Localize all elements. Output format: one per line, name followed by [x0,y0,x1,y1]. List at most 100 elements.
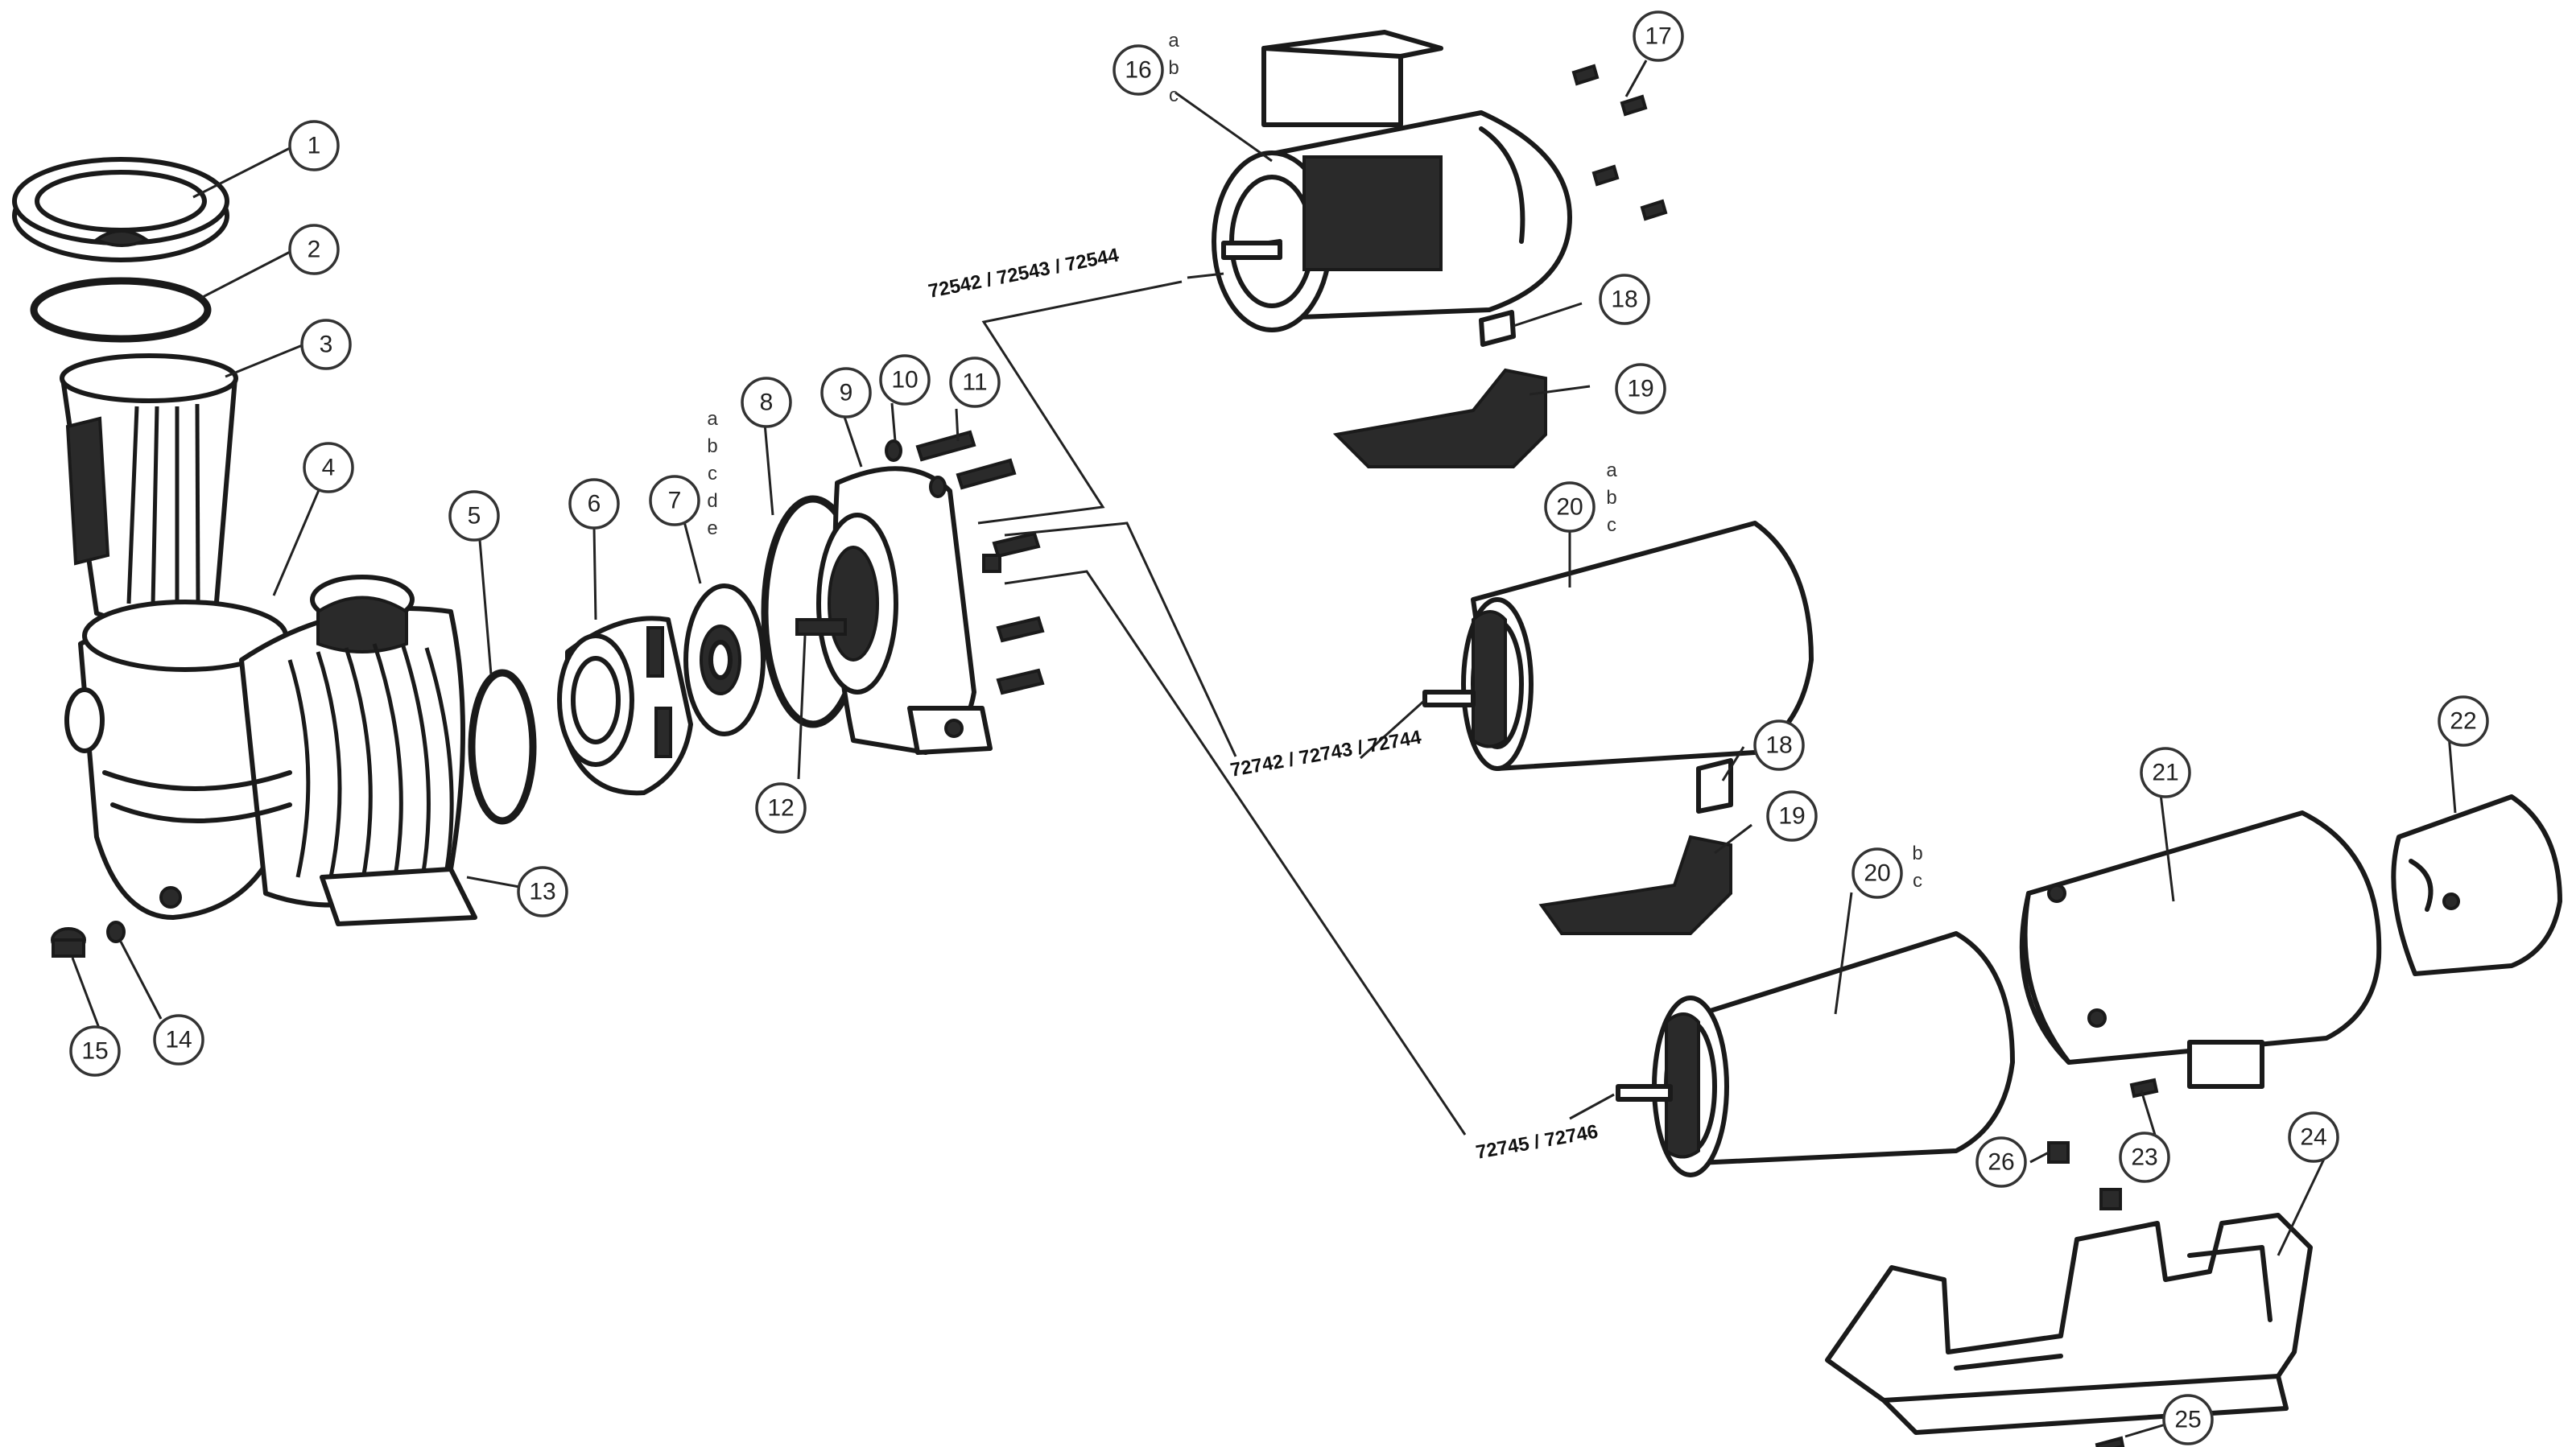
seal-plate-bolts [915,430,1045,695]
seal-plate [816,466,993,755]
lid-o-ring [30,277,212,343]
callout-19-top: 19 [1615,363,1666,414]
svg-text:20: 20 [1556,494,1583,521]
svg-text:5: 5 [468,503,481,530]
end-cap [2391,794,2562,976]
callout-13: 13 [517,866,568,917]
callout-2: 2 [288,224,340,275]
svg-text:b: b [707,435,717,457]
motor-foot-a [1332,368,1547,468]
pump-housing [64,575,477,926]
svg-text:21: 21 [2152,760,2178,786]
impeller [683,583,766,736]
svg-text:1: 1 [308,133,321,159]
svg-text:c: c [1169,85,1179,106]
svg-text:20: 20 [1864,860,1890,887]
callout-20-top: 20 [1544,481,1596,533]
motor-b [1422,521,1814,771]
svg-text:24: 24 [2300,1124,2326,1151]
svg-text:23: 23 [2131,1144,2157,1171]
callout-22: 22 [2438,695,2489,747]
callout-7: 7 [649,475,700,526]
callout-12: 12 [755,782,807,834]
strainer-lid [12,157,229,262]
callout-6: 6 [568,478,620,530]
svg-text:25: 25 [2174,1407,2201,1433]
svg-text:b: b [1912,843,1922,864]
diffuser [557,616,693,796]
svg-text:a: a [707,408,718,430]
callout-15: 15 [69,1025,121,1077]
svg-text:26: 26 [1988,1149,2014,1176]
svg-text:c: c [708,463,717,484]
svg-text:d: d [707,490,717,512]
svg-text:17: 17 [1645,23,1671,50]
svg-text:13: 13 [529,879,555,905]
callout-21: 21 [2140,747,2191,798]
svg-text:c: c [1913,870,1922,892]
callout-3: 3 [300,319,352,370]
callout-10: 10 [879,354,931,406]
svg-text:16: 16 [1125,57,1151,84]
variant-letters-part-16: a b c [1168,30,1179,106]
base-clip-a [1479,310,1516,347]
svg-text:7: 7 [668,488,682,514]
svg-text:4: 4 [322,455,336,481]
variant-letters-part-7: a b c d e [707,408,718,539]
motor-a [1212,30,1572,332]
variant-letters-part-20-top: a b c [1606,460,1617,536]
model-label-motor-c: 72745 / 72746 [1474,1121,1600,1164]
svg-text:6: 6 [588,491,601,517]
cover-screw [2129,1078,2159,1099]
callout-8: 8 [741,377,792,428]
svg-text:15: 15 [81,1038,108,1065]
leader-lines [71,60,2457,1438]
svg-text:c: c [1607,514,1616,536]
callout-25: 25 [2162,1394,2214,1445]
drain-plug-o-ring [106,921,126,943]
svg-text:9: 9 [840,380,853,406]
spacer-washers [885,439,947,498]
svg-text:18: 18 [1765,732,1792,759]
drain-plug [51,927,86,958]
svg-text:12: 12 [767,795,794,822]
svg-text:a: a [1606,460,1617,481]
svg-text:a: a [1168,30,1179,52]
callout-24: 24 [2288,1111,2339,1163]
variant-letters-part-20-bottom: b c [1912,843,1922,892]
motor-foot-b [1538,835,1732,935]
callout-14: 14 [153,1014,204,1066]
base-screw [2095,1436,2125,1447]
svg-text:b: b [1168,57,1179,79]
callout-19-mid: 19 [1766,790,1818,842]
callout-11: 11 [949,357,1001,408]
svg-text:8: 8 [760,390,774,416]
svg-text:10: 10 [891,367,918,394]
callout-23: 23 [2119,1132,2170,1183]
callout-20-bottom: 20 [1852,847,1903,899]
svg-text:b: b [1606,487,1616,509]
diffuser-o-ring [468,669,537,825]
svg-text:19: 19 [1778,803,1805,830]
callout-18-mid: 18 [1753,719,1805,771]
callout-16: 16 [1113,44,1164,96]
svg-text:14: 14 [165,1027,192,1053]
svg-text:19: 19 [1627,376,1653,402]
callout-4: 4 [303,442,354,493]
callout-1: 1 [288,120,340,171]
model-label-motor-a: 72542 / 72543 / 72544 [927,244,1121,302]
strainer-basket [60,353,238,625]
base-clip-b [1696,758,1733,814]
motor-cover [2019,810,2382,1089]
svg-text:22: 22 [2450,708,2476,735]
svg-text:e: e [707,517,717,539]
svg-text:3: 3 [320,332,333,358]
motor-c [1616,931,2015,1177]
cover-nuts [2047,1141,2122,1210]
callout-5: 5 [448,490,500,542]
mechanical-seal [795,618,847,636]
callout-26: 26 [1975,1136,2027,1188]
svg-text:2: 2 [308,237,321,263]
callout-17: 17 [1633,10,1684,62]
